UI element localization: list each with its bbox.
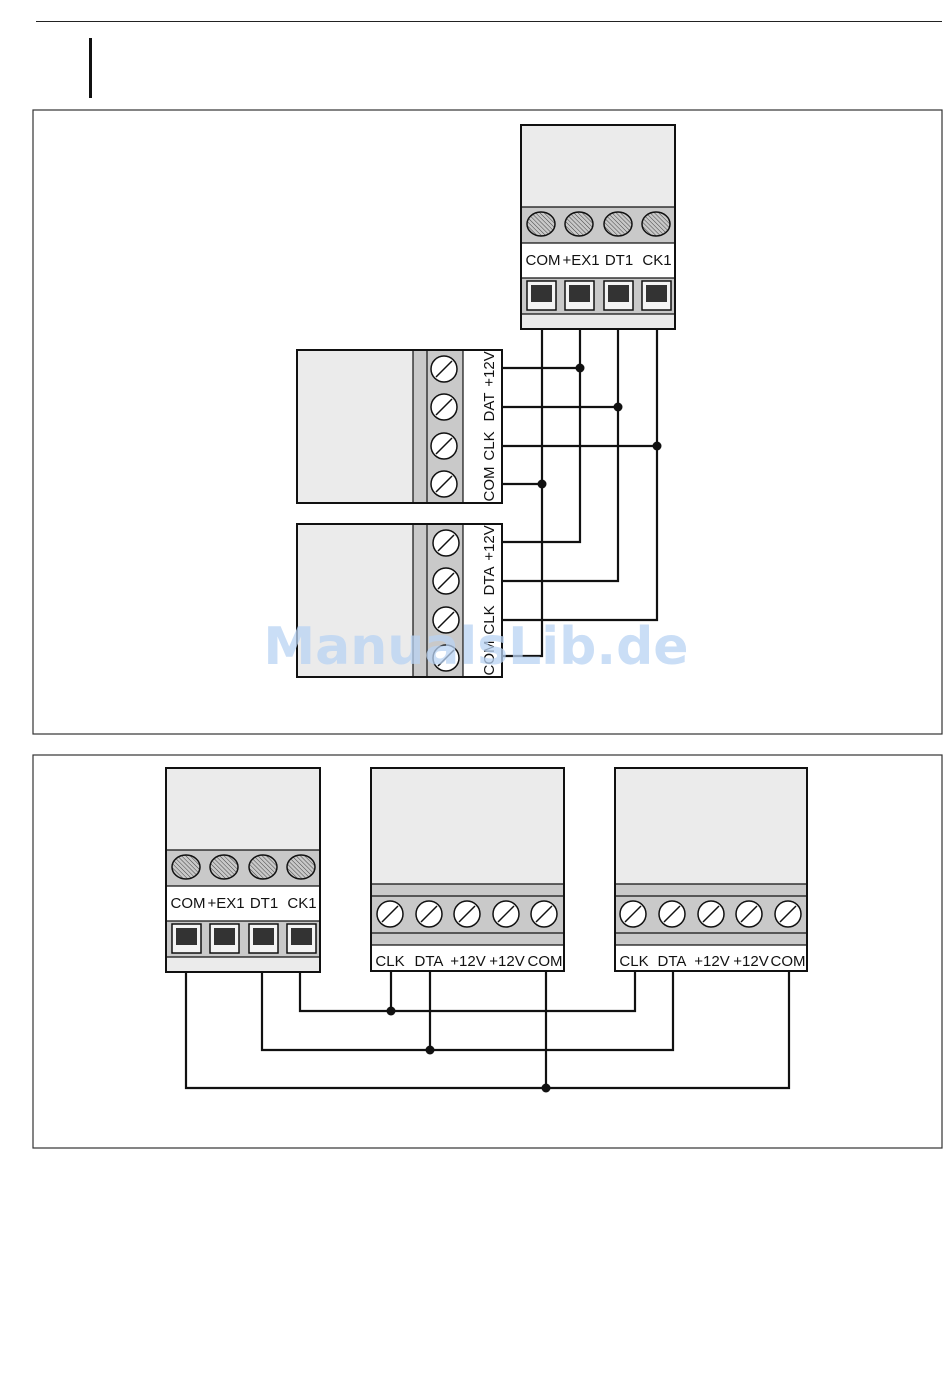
screw-icon xyxy=(210,855,238,879)
keypad-1: CLK DTA +12V +12V COM xyxy=(371,768,564,971)
terminal-label-com: COM xyxy=(171,895,206,912)
screw-icon xyxy=(642,212,670,236)
junction-dot xyxy=(614,403,623,412)
terminal-label-12v: +12V xyxy=(694,953,729,970)
controller-board: COM +EX1 DT1 CK1 xyxy=(166,768,320,972)
terminal-label-clk: CLK xyxy=(375,953,404,970)
screw-icon xyxy=(527,212,555,236)
terminal-label-dt1: DT1 xyxy=(605,252,633,269)
terminal-label-dta: DTA xyxy=(415,953,444,970)
junction-dot xyxy=(538,480,547,489)
terminal-label-ck1: CK1 xyxy=(642,252,671,269)
screw-icon xyxy=(604,212,632,236)
terminal-label-ex1: +EX1 xyxy=(207,895,244,912)
terminal-label-com: COM xyxy=(771,953,806,970)
keypad-2: CLK DTA +12V +12V COM xyxy=(615,768,807,971)
terminal-label-com: COM xyxy=(528,953,563,970)
terminal-label-dta: DTA xyxy=(481,567,498,596)
watermark: ManualsLib.de xyxy=(263,617,688,677)
terminal-label-com: COM xyxy=(481,467,498,502)
terminal-label-dta: DTA xyxy=(658,953,687,970)
terminal-label-ck1: CK1 xyxy=(287,895,316,912)
terminal-label-dat: DAT xyxy=(481,393,498,422)
figure-2: COM +EX1 DT1 CK1 CLK DTA + xyxy=(33,755,942,1148)
terminal-label-12v: +12V xyxy=(481,351,498,386)
junction-dot xyxy=(387,1007,396,1016)
module-1: +12V DAT CLK COM xyxy=(297,350,502,503)
junction-dot xyxy=(576,364,585,373)
terminal-label-12v: +12V xyxy=(733,953,768,970)
terminal-label-ex1: +EX1 xyxy=(562,252,599,269)
terminal-label-clk: CLK xyxy=(619,953,648,970)
terminal-label-12v: +12V xyxy=(489,953,524,970)
screw-icon xyxy=(287,855,315,879)
controller-board: COM +EX1 DT1 CK1 xyxy=(521,125,675,329)
terminal-label-dt1: DT1 xyxy=(250,895,278,912)
terminal-label-clk: CLK xyxy=(481,431,498,460)
screw-icon xyxy=(565,212,593,236)
terminal-label-12v: +12V xyxy=(481,525,498,560)
screw-icon xyxy=(249,855,277,879)
junction-dot xyxy=(653,442,662,451)
screw-icon xyxy=(172,855,200,879)
junction-dot xyxy=(542,1084,551,1093)
terminal-label-12v: +12V xyxy=(450,953,485,970)
terminal-label-com: COM xyxy=(526,252,561,269)
junction-dot xyxy=(426,1046,435,1055)
